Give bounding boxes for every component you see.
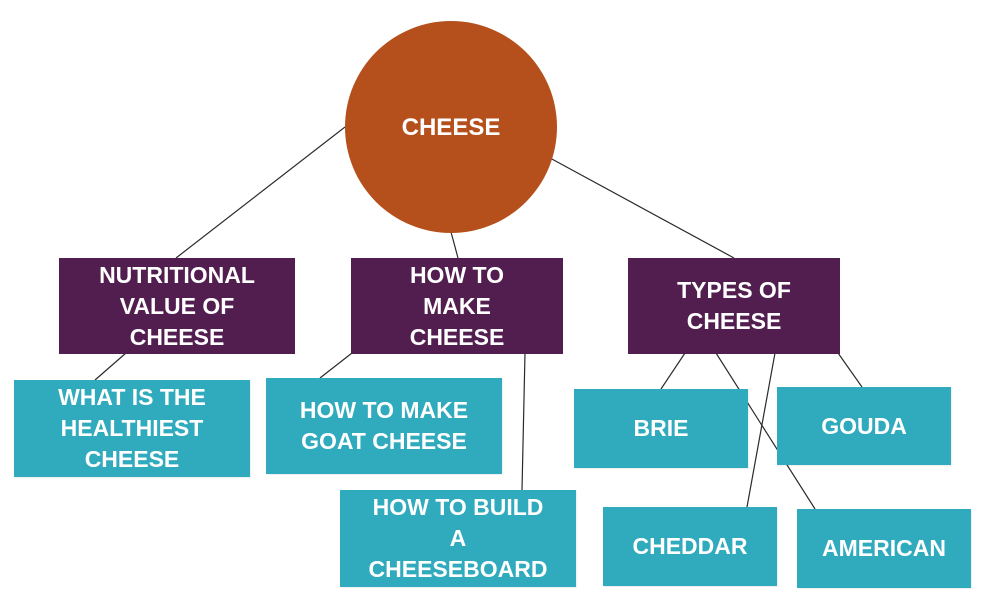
leaf-node-cheddar: CHEDDAR (603, 507, 777, 586)
connector-root-howto (450, 231, 459, 259)
leaf-node-american: AMERICAN (797, 509, 971, 588)
connector-root-nutrition (175, 126, 346, 259)
connector-howto-board (521, 352, 526, 491)
category-node-nutritional-value: NUTRITIONAL VALUE OF CHEESE (59, 258, 295, 354)
connector-howto-goat (319, 352, 353, 379)
connector-types-gouda (837, 352, 863, 388)
connector-types-brie (660, 352, 686, 390)
leaf-node-goat-cheese: HOW TO MAKE GOAT CHEESE (266, 378, 502, 474)
leaf-node-cheeseboard: HOW TO BUILD A CHEESEBOARD (340, 490, 576, 587)
leaf-node-brie: BRIE (574, 389, 748, 468)
leaf-node-healthiest-cheese: WHAT IS THE HEALTHIEST CHEESE (14, 380, 250, 477)
connector-nutrition-healthiest (94, 352, 127, 381)
connector-root-types (549, 157, 735, 259)
connector-types-american (715, 352, 816, 510)
category-node-how-to-make: HOW TO MAKE CHEESE (351, 258, 563, 354)
leaf-node-gouda: GOUDA (777, 387, 951, 465)
category-node-types: TYPES OF CHEESE (628, 258, 840, 354)
root-node-cheese: CHEESE (345, 21, 557, 233)
connector-types-cheddar (746, 352, 776, 508)
